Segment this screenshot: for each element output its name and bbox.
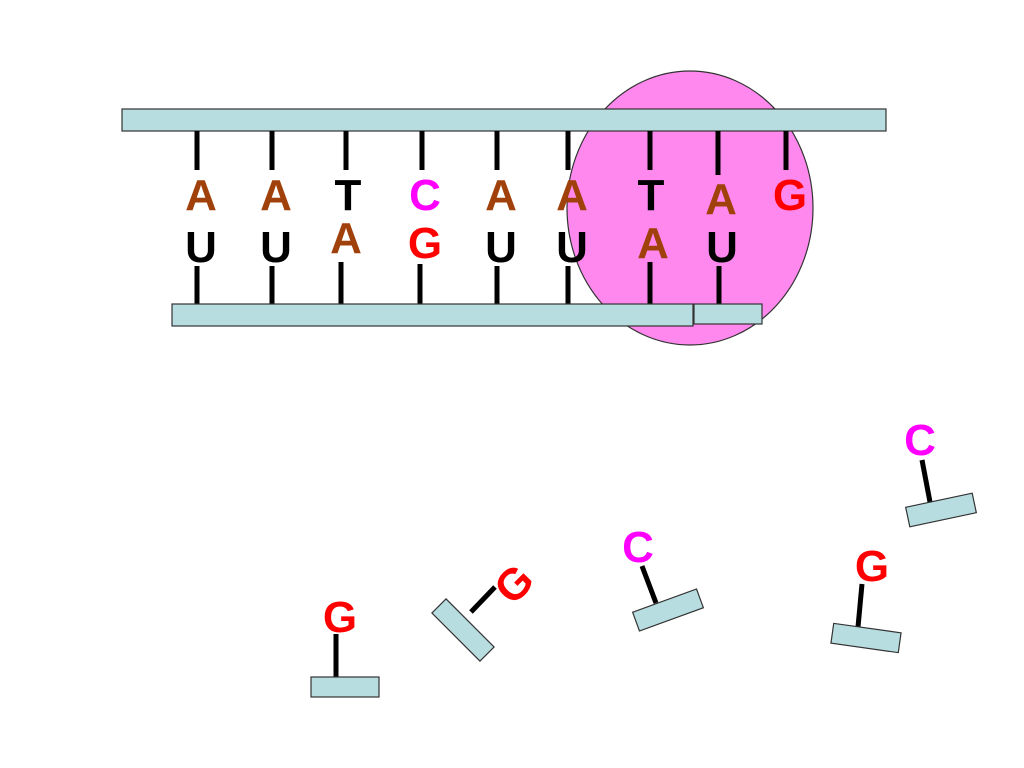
free-nucleotide: G [310, 593, 380, 698]
bottom-backbone [171, 303, 694, 327]
top-base: A [260, 171, 292, 220]
top-base: G [773, 171, 807, 220]
top-base: A [705, 175, 737, 224]
bottom-base: U [485, 223, 517, 272]
bottom-base: A [637, 219, 669, 268]
svg-text:C: C [622, 523, 654, 572]
svg-text:G: G [485, 555, 544, 614]
svg-text:C: C [904, 416, 936, 465]
bottom-letters: U U A G U U A U [185, 214, 738, 272]
bottom-base: U [556, 223, 588, 272]
free-nucleotide: G [830, 542, 902, 654]
top-base: A [556, 171, 588, 220]
bottom-sticks [194, 262, 722, 304]
svg-text:G: G [855, 542, 889, 591]
top-base: T [638, 171, 665, 220]
enzyme-ellipse [566, 70, 814, 346]
top-sticks [194, 131, 789, 175]
bottom-backbone-new-segment [693, 303, 763, 325]
free-nucleotide: C [622, 523, 705, 632]
top-backbone [121, 108, 887, 132]
bottom-base: U [185, 223, 217, 272]
bottom-base: U [706, 223, 738, 272]
bottom-base: A [330, 214, 362, 263]
svg-text:G: G [323, 593, 357, 642]
free-nucleotide: C [904, 416, 978, 528]
top-letters: A A T C A A T A G [185, 171, 807, 224]
bottom-base: G [408, 219, 442, 268]
top-base: A [185, 171, 217, 220]
top-base: A [485, 171, 517, 220]
bottom-base: U [260, 223, 292, 272]
free-nucleotide: G [431, 555, 544, 662]
top-base: C [409, 171, 441, 220]
top-base: T [335, 171, 362, 220]
